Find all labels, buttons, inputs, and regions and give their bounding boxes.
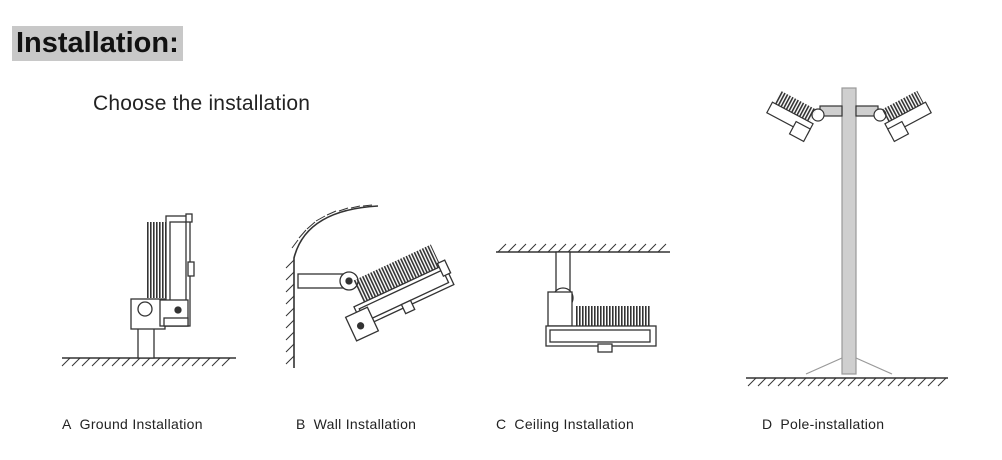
- installation-subtitle: Choose the installation: [93, 92, 311, 115]
- caption-label: Ground Installation: [79, 416, 203, 432]
- caption-label: Wall Installation: [313, 416, 417, 432]
- pole-installation-icon: [746, 87, 948, 387]
- caption-ceiling-installation: C Ceiling Installation: [496, 416, 634, 432]
- page-title: Installation:: [12, 26, 183, 61]
- caption-ground-installation: A Ground Installation: [62, 416, 203, 432]
- caption-letter: C: [496, 416, 507, 432]
- caption-letter: D: [762, 416, 773, 432]
- caption-label: Ceiling Installation: [514, 416, 635, 432]
- caption-wall-installation: B Wall Installation: [296, 416, 416, 432]
- wall-installation-icon: [285, 204, 455, 368]
- caption-label: Pole-installation: [780, 416, 885, 432]
- caption-letter: B: [296, 416, 306, 432]
- caption-letter: A: [62, 416, 72, 432]
- caption-pole-installation: D Pole-installation: [762, 416, 884, 432]
- ground-installation-icon: [61, 213, 236, 367]
- ceiling-installation-icon: [496, 243, 670, 353]
